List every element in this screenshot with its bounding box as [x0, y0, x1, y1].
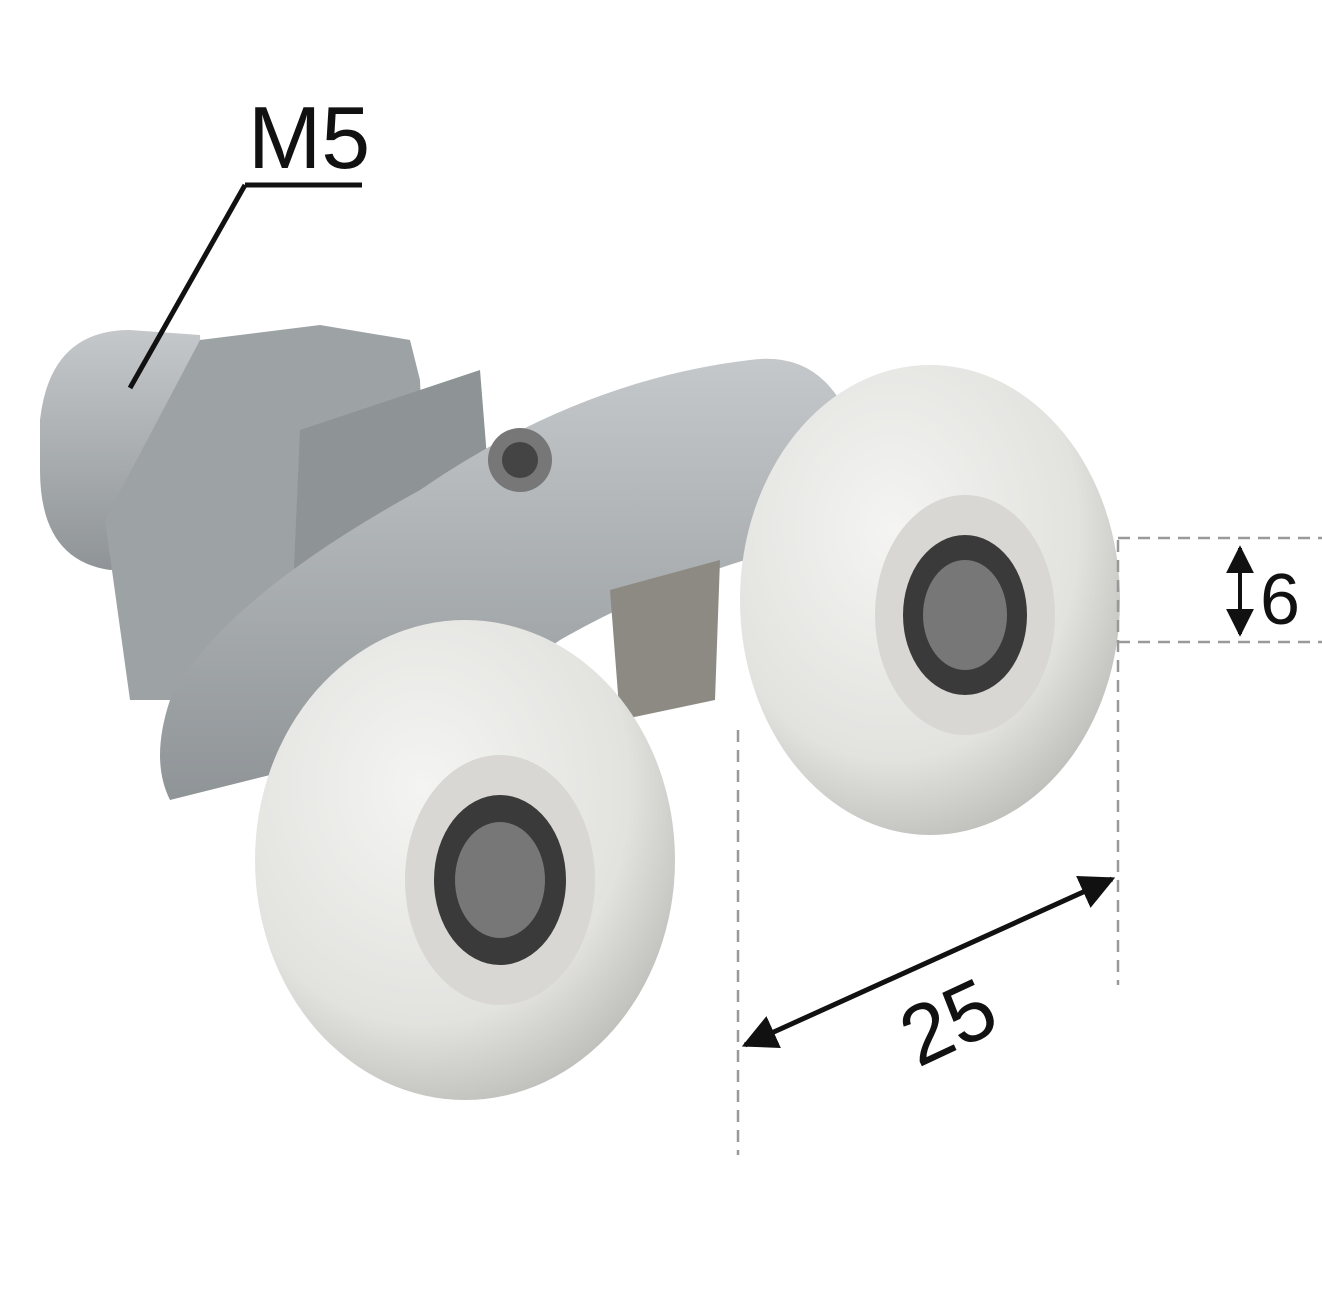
axle-block — [610, 560, 720, 720]
wheel-spacing-label: 25 — [886, 960, 1010, 1085]
thread-label: M5 — [248, 88, 370, 187]
extension-lines — [736, 536, 1322, 1155]
leader-line — [127, 183, 248, 390]
front-wheel — [255, 620, 675, 1100]
roller-product — [40, 325, 1120, 1100]
wheel-width-label: 6 — [1260, 560, 1300, 640]
rear-wheel — [740, 365, 1120, 835]
wheel-width-dimension: 6 — [1226, 545, 1300, 640]
thread-annotation: M5 — [127, 88, 370, 390]
wheel-spacing-dimension: 25 — [741, 876, 1116, 1085]
